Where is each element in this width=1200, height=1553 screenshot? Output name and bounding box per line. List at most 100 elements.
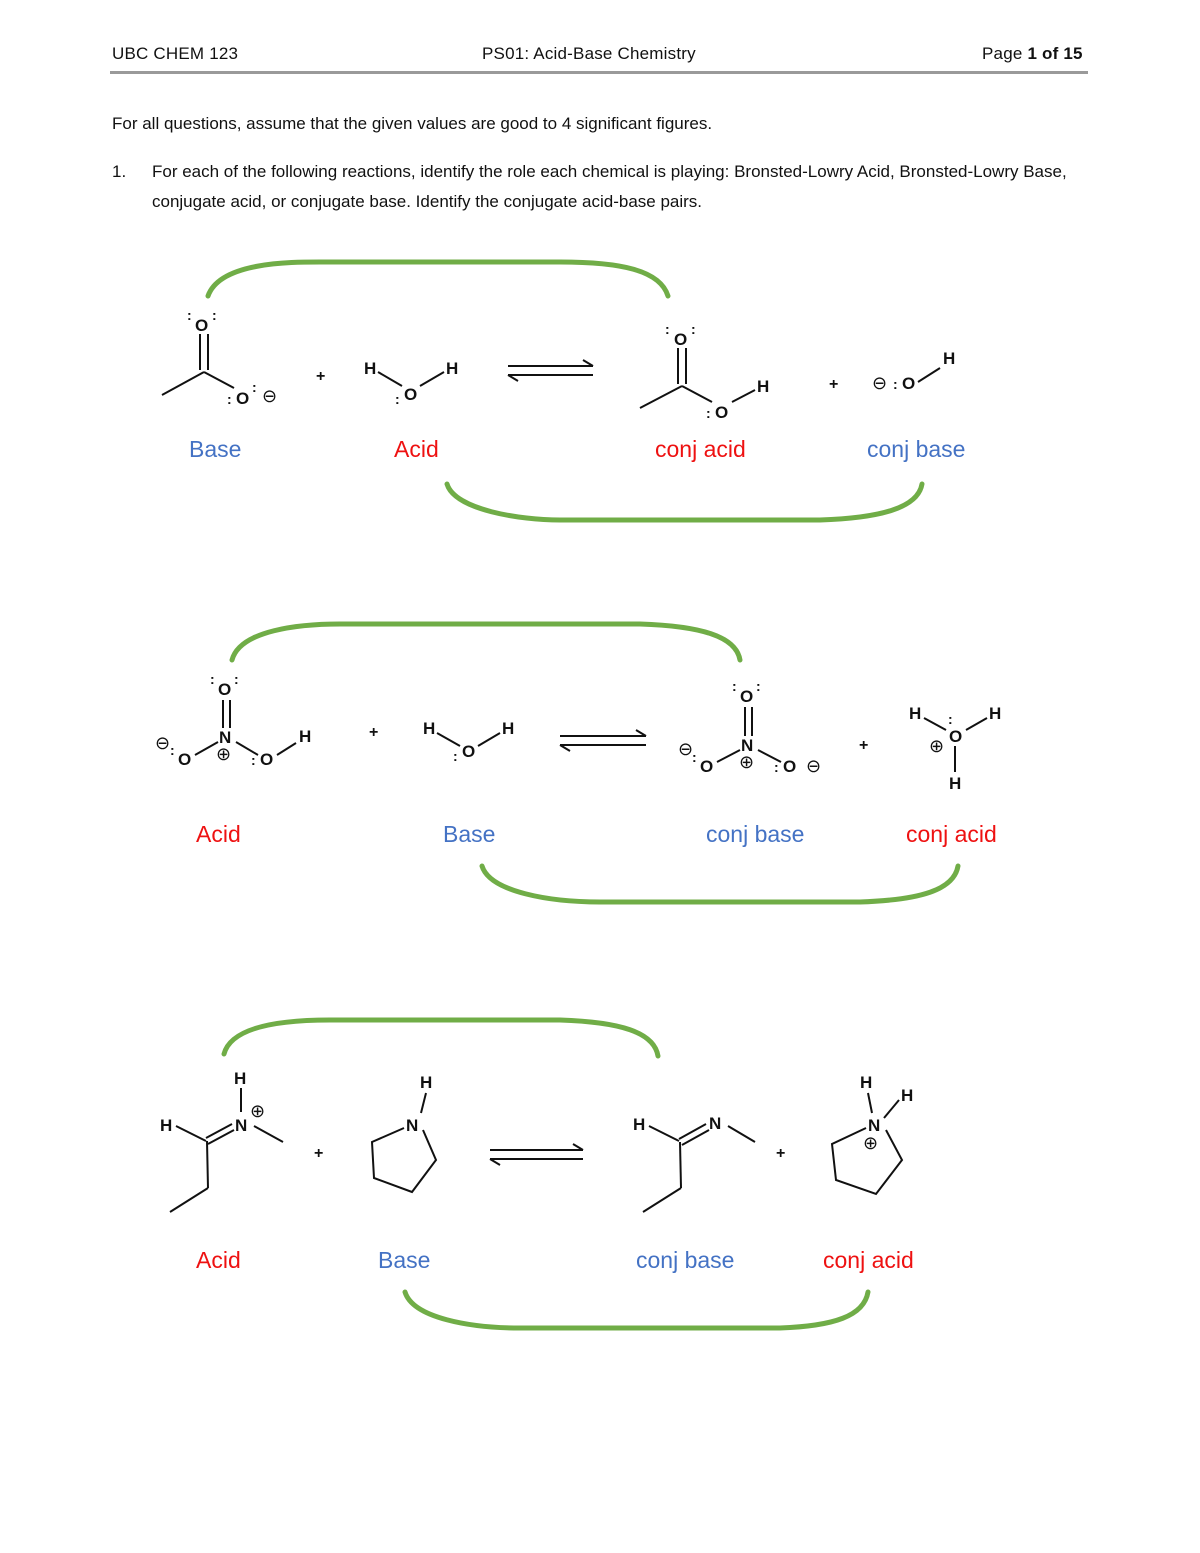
plus-sign: + <box>369 724 378 741</box>
atom-H: H <box>757 377 769 396</box>
bond-line <box>276 742 297 756</box>
header-course: UBC CHEM 123 <box>112 44 239 63</box>
bond-line <box>965 717 988 731</box>
charge-plus: ⊕ <box>216 744 231 764</box>
atom-lone-pair: : <box>234 671 239 687</box>
molecule-hydroxide: ⊖ O : H <box>872 349 955 393</box>
atom-H: H <box>299 727 311 746</box>
atom-H: H <box>502 719 514 738</box>
bond-line <box>489 1158 501 1166</box>
bond-line <box>830 1127 904 1196</box>
atom-H: H <box>420 1073 432 1092</box>
bond-line <box>559 744 571 752</box>
reaction-3: H N ⊕ H + H N H <box>160 1017 913 1331</box>
bond-line <box>679 1141 682 1189</box>
atom-H: H <box>423 719 435 738</box>
bond-line <box>253 1125 284 1143</box>
atom-H: H <box>989 704 1001 723</box>
bond-line <box>923 717 947 731</box>
charge-minus: ⊖ <box>806 756 821 776</box>
bond-line <box>867 1092 873 1114</box>
charge-minus: ⊖ <box>678 739 693 759</box>
atom-H: H <box>364 359 376 378</box>
molecule-pyrrolidinium: H H N ⊕ <box>830 1073 913 1196</box>
label-conj-acid: conj acid <box>655 436 746 462</box>
equilibrium-arrow <box>489 1143 584 1166</box>
bond-line <box>161 371 205 396</box>
atom-H: H <box>949 774 961 793</box>
atom-H: H <box>901 1086 913 1105</box>
atom-H: H <box>943 349 955 368</box>
atom-lone-pair: : <box>732 678 737 694</box>
pair-bracket-bottom <box>444 481 925 523</box>
label-conj-acid: conj acid <box>823 1247 914 1273</box>
atom-O: O <box>462 742 475 761</box>
charge-minus: ⊖ <box>872 373 887 393</box>
molecule-water: H O H : <box>364 359 458 407</box>
atom-N: N <box>235 1116 247 1135</box>
label-conj-acid: conj acid <box>906 821 997 847</box>
header-rule <box>110 71 1088 74</box>
header-page-number: Page 1 of 15 <box>982 44 1083 63</box>
pair-bracket-top <box>221 1017 661 1059</box>
bond-line <box>731 389 756 403</box>
pair-bracket-top <box>229 621 743 663</box>
bond-line <box>642 1187 682 1213</box>
atom-O: O <box>700 757 713 776</box>
bond-line <box>419 371 445 387</box>
bond-line <box>727 1125 756 1143</box>
bond-line <box>917 367 941 383</box>
pair-bracket-bottom <box>402 1289 871 1331</box>
label-acid: Acid <box>394 436 439 462</box>
label-base: Base <box>378 1247 431 1273</box>
atom-o: O <box>195 316 208 335</box>
reaction-2: O : : N ⊖ O : ⊕ O : H + H O : H <box>155 621 1001 905</box>
charge-plus: ⊕ <box>929 736 944 756</box>
atom-lone-pair: : <box>251 752 256 768</box>
bond-line <box>207 1129 235 1145</box>
bond-line <box>194 741 219 756</box>
atom-N: N <box>219 728 231 747</box>
pair-bracket-top <box>205 259 671 299</box>
equilibrium-arrow <box>507 359 594 382</box>
charge-plus: ⊕ <box>739 752 754 772</box>
charge-plus: ⊕ <box>863 1133 878 1153</box>
label-conj-base: conj base <box>867 436 966 462</box>
atom-lone-pair: : <box>691 321 696 337</box>
atom-O: O <box>783 757 796 776</box>
atom-lone-pair: : <box>756 678 761 694</box>
atom-lone-pair: : <box>893 376 898 392</box>
molecule-nitrate: O : : N ⊖ O : ⊕ O : ⊖ <box>678 678 821 776</box>
atom-O: O <box>674 330 687 349</box>
atom-H: H <box>909 704 921 723</box>
bond-line <box>681 385 713 403</box>
plus-sign: + <box>859 737 868 754</box>
bond-line <box>203 371 235 389</box>
bond-line <box>235 741 259 756</box>
bond-line <box>757 749 782 763</box>
plus-sign: + <box>316 368 325 385</box>
atom-H: H <box>860 1073 872 1092</box>
atom-O: O <box>902 374 915 393</box>
bond-line <box>507 374 519 382</box>
plus-sign: + <box>314 1145 323 1162</box>
atom-lone-pair: : <box>948 711 953 727</box>
bond-line <box>883 1099 900 1119</box>
atom-lone-pair: : <box>170 742 175 758</box>
label-conj-base: conj base <box>636 1247 735 1273</box>
atom-lone-pair: : <box>395 391 400 407</box>
atom-O: O <box>260 750 273 769</box>
atom-lone-pair: : <box>665 321 670 337</box>
atom-lone-pair: : <box>706 405 711 421</box>
atom-H: H <box>633 1115 645 1134</box>
atom-lone-pair: : <box>692 749 697 765</box>
atom-lone-pair: : <box>453 748 458 764</box>
molecule-acetic-acid: O : : O : H <box>639 321 769 422</box>
bond-line <box>175 1125 207 1142</box>
question-text: For each of the following reactions, ide… <box>152 162 1067 211</box>
charge-plus: ⊕ <box>250 1101 265 1121</box>
atom-N: N <box>741 736 753 755</box>
lone-pair: : <box>252 379 257 395</box>
question-1: 1. For each of the following reactions, … <box>112 157 1072 217</box>
